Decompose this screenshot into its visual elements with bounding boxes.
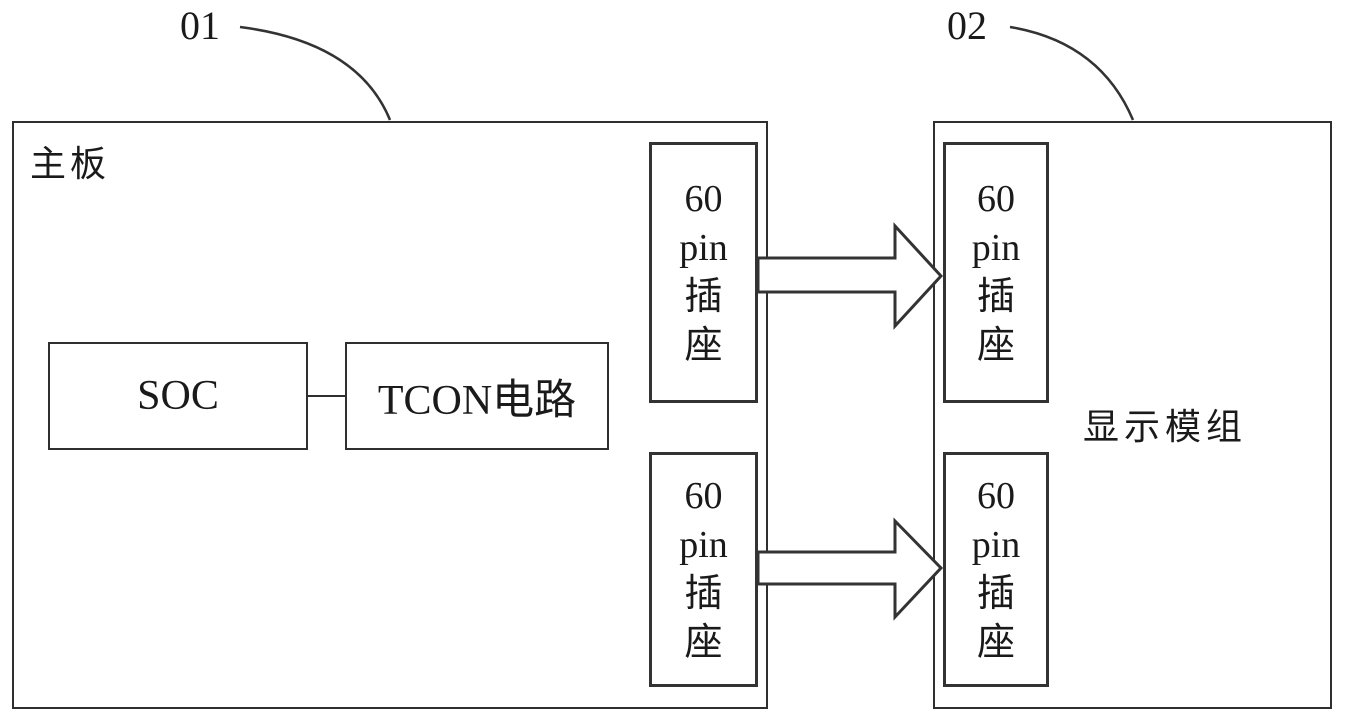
socket-label-line: pin: [971, 226, 1021, 269]
soc-box: SOC: [48, 342, 308, 450]
motherboard-title: 主板: [30, 144, 111, 184]
socket-label-line: 插: [684, 275, 723, 318]
tcon-box: TCON电路: [345, 342, 609, 450]
display-socket-upper: 60 pin 插 座: [943, 142, 1049, 403]
motherboard-socket-upper: 60 pin 插 座: [649, 142, 758, 403]
socket-label-line: 插: [976, 275, 1015, 318]
socket-label-line: 插: [684, 572, 723, 615]
callout-ref-01: 01: [180, 3, 220, 48]
socket-label-line: pin: [679, 226, 728, 269]
socket-label-line: 插: [976, 572, 1015, 615]
tcon-label: TCON电路: [377, 377, 577, 424]
socket-label-line: 60: [684, 474, 723, 517]
socket-label-line: 60: [977, 177, 1015, 220]
lower-connection-arrow: [756, 517, 944, 621]
socket-label-line: 座: [976, 621, 1015, 664]
socket-label-line: 座: [976, 324, 1015, 367]
socket-label-line: 座: [684, 324, 723, 367]
upper-connection-arrow: [756, 222, 944, 330]
leader-arc-02: [1009, 25, 1135, 121]
socket-label-line: pin: [971, 523, 1021, 566]
display-socket-lower: 60 pin 插 座: [943, 452, 1049, 687]
callout-ref-02: 02: [947, 3, 987, 48]
motherboard-socket-lower: 60 pin 插 座: [649, 452, 758, 687]
socket-label-line: pin: [679, 523, 728, 566]
display-module-title: 显示模组: [1082, 407, 1247, 447]
leader-arc-01: [239, 25, 392, 121]
socket-label-line: 60: [977, 474, 1015, 517]
soc-label: SOC: [137, 373, 219, 419]
socket-label-line: 60: [684, 177, 723, 220]
socket-label-line: 座: [684, 621, 723, 664]
